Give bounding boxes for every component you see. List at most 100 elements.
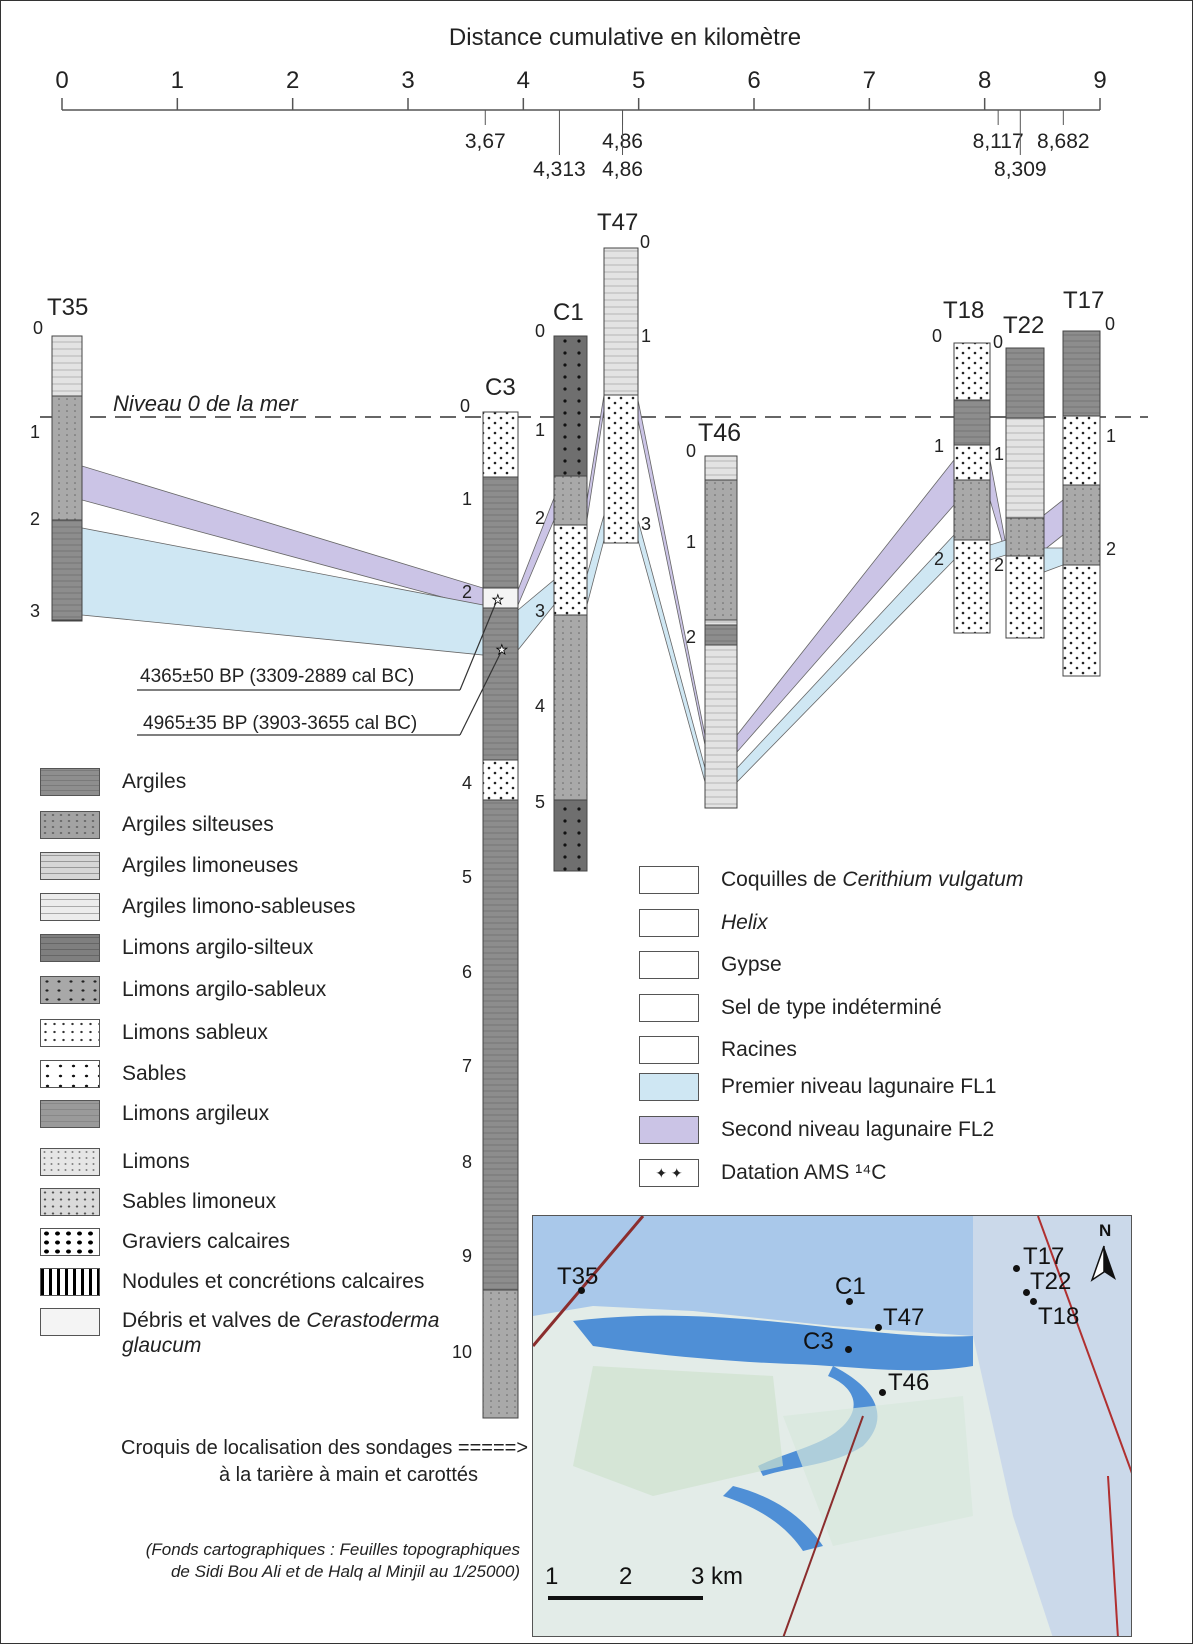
legend-item: Gypse (639, 951, 782, 979)
station-label: T22 (1030, 1268, 1072, 1295)
axis-subtick-label: 8,309 (994, 158, 1047, 181)
legend-label-italic: glaucum (122, 1334, 202, 1357)
core-C3: C3 (482, 374, 519, 1419)
legend-item: Limons argileux (40, 1100, 269, 1128)
legend-label: Argiles limoneuses (122, 854, 299, 877)
depth-label: 2 (1106, 539, 1116, 559)
core-T35-label: T35 (47, 294, 88, 321)
legend-item: Nodules et concrétions calcaires (40, 1268, 424, 1296)
legend-item: Débris et valves de Cerastoderma glaucum (40, 1308, 439, 1358)
axis-tick-label: 0 (55, 67, 68, 94)
legend-label: Argiles (122, 770, 187, 793)
axis-tick-label: 1 (171, 67, 184, 94)
depth-label: 6 (462, 962, 472, 982)
map-background (533, 1216, 1131, 1636)
gypsum-icon (639, 951, 699, 979)
core-T46-label: T46 (698, 419, 741, 447)
legend-label: Nodules et concrétions calcaires (122, 1270, 425, 1293)
legend-label: Gypse (721, 953, 782, 976)
star-icon: ★ (496, 642, 508, 657)
core-T18: T18 (943, 297, 991, 634)
station-marker (879, 1389, 886, 1396)
depth-label: 9 (462, 1246, 472, 1266)
station-marker (875, 1324, 882, 1331)
dating-2-label: 4965±35 BP (3903-3655 cal BC) (143, 713, 417, 734)
legend-label: Sables (122, 1062, 187, 1085)
depth-label: 1 (994, 444, 1004, 464)
swatch-limons-argileux (40, 1100, 100, 1128)
station-label: C3 (803, 1328, 834, 1355)
legend-item: Racines (639, 1036, 797, 1064)
station-marker (1023, 1289, 1030, 1296)
legend-item: ✦ ✦Datation AMS ¹⁴C (639, 1159, 886, 1187)
legend-item: Argiles silteuses (40, 811, 274, 839)
core-T22-label: T22 (1003, 312, 1044, 339)
station-label: T35 (557, 1263, 599, 1290)
station-label: C1 (835, 1273, 866, 1300)
station-marker (845, 1346, 852, 1353)
depth-label: 2 (30, 509, 40, 529)
legend-label: Helix (721, 911, 768, 934)
map-source-line: (Fonds cartographiques : Feuilles topogr… (145, 1540, 520, 1559)
depth-label: 3 (641, 514, 651, 534)
swatch-sables (40, 1060, 100, 1088)
axis-tick-label: 7 (863, 67, 876, 94)
swatch-limons-argilo-silteux (40, 934, 100, 962)
station-marker (578, 1287, 585, 1294)
core-C3-label: C3 (485, 374, 516, 401)
legend-label: Limons (122, 1150, 190, 1173)
station-label: T47 (883, 1304, 925, 1331)
swatch-graviers-calcaires (40, 1228, 100, 1256)
legend-label: Limons argilo-sableux (122, 978, 327, 1001)
axis-tick-label: 8 (978, 67, 991, 94)
core-T46: T46 (698, 419, 741, 809)
axis-tick-label: 2 (286, 67, 299, 94)
dating-1-label: 4365±50 BP (3309-2889 cal BC) (140, 666, 414, 687)
location-map: T35 C1 T47 C3 T46 T17 T22 T18 N 1 2 3 km (532, 1215, 1132, 1637)
swatch-limons (40, 1148, 100, 1176)
axis-tick-label: 6 (747, 67, 760, 94)
legend-label: Racines (721, 1038, 797, 1061)
axis-tick-label: 9 (1093, 67, 1106, 94)
swatch-argiles-limoneuses (40, 852, 100, 880)
legend-label: Sel de type indéterminé (721, 996, 942, 1019)
legend-label-part: Débris et valves de (122, 1309, 307, 1332)
legend-item: Limons sableux (40, 1019, 268, 1047)
scale-label: 1 (545, 1563, 559, 1590)
depth-label: 0 (460, 396, 470, 416)
swatch-argiles-limono-sableuses (40, 893, 100, 921)
core-T17-label: T17 (1063, 287, 1104, 314)
core-T17: T17 (1062, 287, 1104, 677)
station-label: T17 (1023, 1243, 1065, 1270)
legend-item: Limons argilo-sableux (40, 976, 326, 1004)
depth-label: 0 (993, 332, 1003, 352)
swatch-nodules (40, 1268, 100, 1296)
core-T22: T22 (1003, 312, 1045, 639)
depth-label: 2 (686, 627, 696, 647)
legend-label: Limons sableux (122, 1021, 268, 1044)
legend-label: Limons argileux (122, 1102, 270, 1125)
legend-item: Second niveau lagunaire FL2 (639, 1116, 994, 1144)
axis-subtick-label: 8,682 (1037, 130, 1090, 153)
legend-label: Second niveau lagunaire FL2 (721, 1118, 995, 1141)
legend-item: Sel de type indéterminé (639, 994, 942, 1022)
swatch-limons-sableux (40, 1019, 100, 1047)
depth-label: 0 (1105, 314, 1115, 334)
core-T47: T47 (597, 209, 639, 544)
core-T47-label: T47 (597, 209, 638, 236)
map-caption-line: Croquis de localisation des sondages ===… (121, 1437, 528, 1459)
axis-tick-label: 3 (401, 67, 414, 94)
legend-label-italic: Cerastoderma (306, 1309, 440, 1332)
legend-label: Limons argilo-silteux (122, 936, 314, 959)
north-arrow-icon (1090, 1245, 1116, 1282)
depth-label: 2 (934, 549, 944, 569)
legend-item: Argiles limono-sableuses (40, 893, 355, 921)
depth-label: 3 (30, 601, 40, 621)
axis-subtick-label: 8,117 (973, 130, 1024, 153)
depth-label: 1 (686, 532, 696, 552)
depth-label: 1 (535, 420, 545, 440)
legend-label: Coquilles de Cerithium vulgatum (721, 868, 1023, 892)
legend-item: Argiles limoneuses (40, 852, 298, 880)
